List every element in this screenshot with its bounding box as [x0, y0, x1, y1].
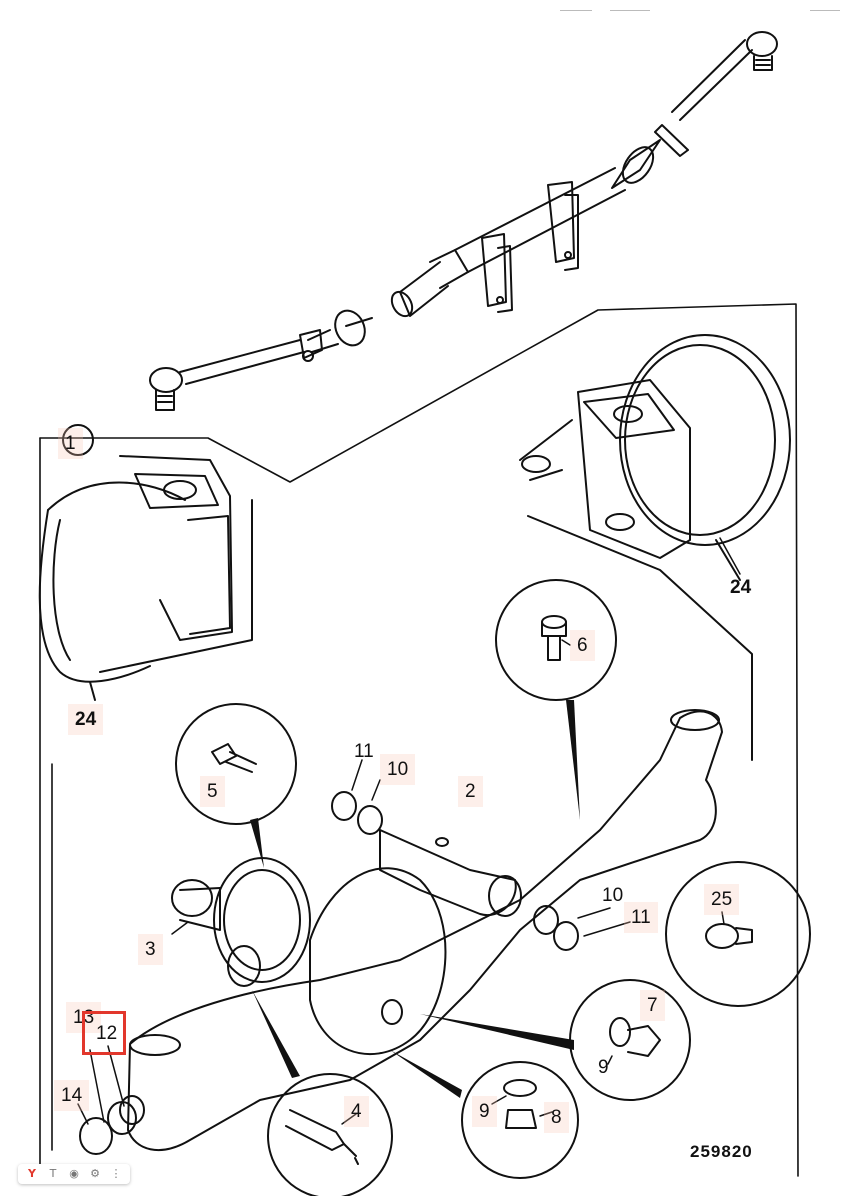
- more-icon[interactable]: ⋮: [110, 1167, 122, 1180]
- callout-8: 8: [544, 1102, 569, 1133]
- callout-12: 12: [96, 1023, 118, 1044]
- wedge-leaders: [250, 700, 580, 1098]
- highlight-box: [82, 1011, 126, 1055]
- callout-5: 5: [200, 776, 225, 807]
- callout-25: 25: [704, 884, 740, 915]
- eye-icon[interactable]: ◉: [69, 1167, 79, 1180]
- callout-24-left: 24: [68, 704, 104, 735]
- leader-lines: [77, 537, 741, 1125]
- callout-10-left: 10: [380, 754, 416, 785]
- callout-2: 2: [458, 776, 483, 807]
- callout-9-plug7: 9: [598, 1057, 609, 1078]
- callout-14: 14: [54, 1080, 90, 1111]
- bushes: [79, 791, 579, 1155]
- callout-3: 3: [138, 934, 163, 965]
- callout-11-right: 11: [624, 902, 658, 933]
- callout-9-plug8: 9: [472, 1096, 497, 1127]
- grease-tube-4: [285, 1109, 359, 1165]
- callout-1: 1: [58, 428, 83, 459]
- left-hub: [38, 455, 253, 701]
- axle-beam: [127, 709, 723, 1152]
- settings-icon[interactable]: ⚙: [90, 1167, 100, 1180]
- top-divider: [610, 10, 650, 11]
- logo-icon[interactable]: Y: [28, 1167, 36, 1180]
- callout-7: 7: [640, 990, 665, 1021]
- callout-4: 4: [344, 1096, 369, 1127]
- text-select-icon[interactable]: T: [49, 1167, 57, 1180]
- plug-7: [609, 1017, 661, 1057]
- top-divider: [560, 10, 592, 11]
- bolt-5: [211, 743, 257, 773]
- track-rod-assembly: [149, 31, 778, 411]
- callout-6: 6: [570, 630, 595, 661]
- bolt-6: [541, 615, 567, 661]
- right-hub: [519, 334, 791, 761]
- callout-11-left: 11: [354, 741, 374, 762]
- floating-toolbar: Y T ◉ ⚙ ⋮: [18, 1164, 130, 1184]
- callout-10-right: 10: [602, 885, 624, 906]
- top-divider: [810, 10, 840, 11]
- plug-25: [705, 923, 753, 949]
- plug-8: [503, 1079, 537, 1129]
- frame-lines: [39, 303, 799, 1177]
- figure-number: 259820: [690, 1142, 753, 1161]
- callout-circle-1: [62, 424, 94, 456]
- callout-24-right: 24: [730, 577, 752, 598]
